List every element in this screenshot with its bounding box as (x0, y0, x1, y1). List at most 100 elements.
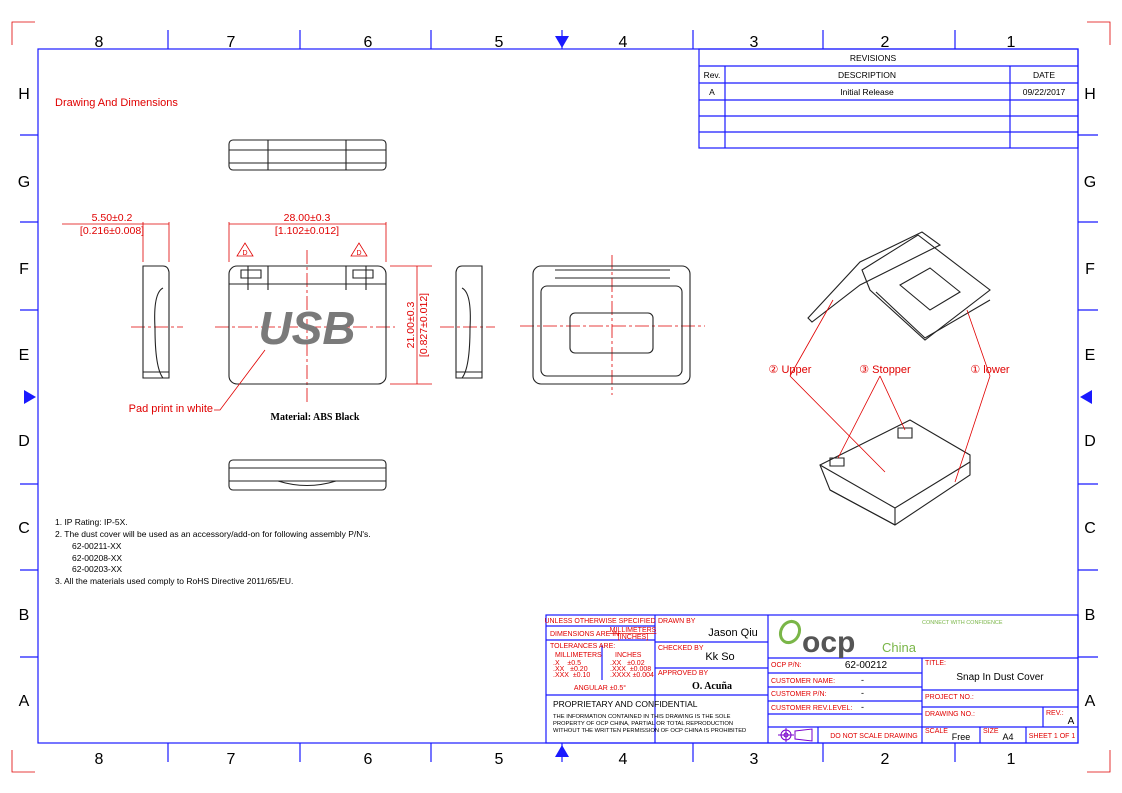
col-label: 2 (881, 751, 890, 768)
col-label: 4 (619, 751, 628, 768)
row-label: D (1084, 433, 1096, 450)
col-label: 8 (95, 751, 104, 768)
row-label: C (1084, 520, 1096, 537)
col-label: 6 (364, 751, 373, 768)
note: 62-00208-XX (72, 553, 122, 563)
row-label: F (1085, 261, 1095, 278)
ocp-pn: 62-00212 (845, 660, 888, 671)
date-cell: 09/22/2017 (1023, 87, 1066, 97)
proprietary-title: PROPRIETARY AND CONFIDENTIAL (553, 699, 698, 709)
center-arrows (24, 36, 1092, 757)
dimension-lines: 5.50±0.2 [0.216±0.008] 28.00±0.3 [1.102±… (62, 212, 432, 385)
title-block: UNLESS OTHERWISE SPECIFIED DIMENSIONS AR… (544, 614, 1079, 744)
note: 62-00203-XX (72, 564, 122, 574)
tol-row: .XXXX ±0.004 (610, 672, 654, 679)
col-label: 1 (1007, 751, 1016, 768)
logo-text: ocp (802, 626, 855, 659)
ocp-pn-label: OCP P/N: (771, 662, 802, 669)
corner-marks (11, 21, 1111, 773)
rev-header: Rev. (704, 70, 721, 80)
title-label: TITLE: (925, 660, 946, 667)
width-dim-inches: [1.102±0.012] (275, 225, 339, 237)
drawn-by: Jason Qiu (708, 627, 758, 639)
row-label: C (18, 520, 30, 537)
date-header: DATE (1033, 70, 1055, 80)
col-label: 7 (227, 751, 236, 768)
col-label: 8 (95, 34, 104, 51)
approved-by: O. Acuña (692, 681, 732, 692)
row-label: F (19, 261, 29, 278)
thickness-dim-inches: [0.216±0.008] (80, 225, 144, 237)
row-label: E (1085, 347, 1096, 364)
sheet-label: SHEET 1 OF 1 (1029, 733, 1076, 740)
revisions-title: REVISIONS (850, 53, 897, 63)
row-label: A (1085, 693, 1096, 710)
pad-print-leader (214, 349, 266, 411)
col-label: 5 (495, 34, 504, 51)
rev-value: A (1068, 716, 1075, 727)
angular-tol: ANGULAR ±0.5° (574, 684, 626, 692)
customer-name: - (861, 675, 864, 685)
checked-by: Kk So (705, 651, 734, 663)
customer-rev: - (861, 702, 864, 712)
row-label: H (18, 86, 30, 103)
dim-marker: D (242, 250, 247, 257)
tol-row: .XXX ±0.10 (553, 672, 590, 679)
row-label: B (19, 607, 30, 624)
usb-print: USB (258, 302, 355, 354)
upper-callout: ② Upper (769, 364, 812, 376)
drawn-by-label: DRAWN BY (658, 618, 696, 625)
col-label: 7 (227, 34, 236, 51)
customer-rev-label: CUSTOMER REV.LEVEL: (771, 705, 852, 712)
stopper-callout: ③ Stopper (859, 364, 911, 376)
tol-mm-label: MILLIMETERS (555, 652, 602, 659)
front-view: USB D D (215, 242, 395, 405)
project-label: PROJECT NO.: (925, 694, 974, 701)
logo-subtext: China (882, 640, 917, 655)
thickness-dim: 5.50±0.2 (92, 212, 133, 224)
col-label: 3 (750, 34, 759, 51)
row-label: G (18, 174, 30, 191)
row-label: E (19, 347, 30, 364)
row-label: H (1084, 86, 1096, 103)
approved-by-label: APPROVED BY (658, 670, 709, 677)
size-label: SIZE (983, 728, 999, 735)
col-label: 5 (495, 751, 504, 768)
row-label: A (19, 693, 30, 710)
col-label: 1 (1007, 34, 1016, 51)
proprietary-line: THE INFORMATION CONTAINED IN THIS DRAWIN… (553, 714, 731, 720)
drawing-frame (37, 48, 1079, 744)
customer-pn-label: CUSTOMER P/N: (771, 691, 827, 698)
tolerances-label: TOLERANCES ARE: (550, 643, 615, 650)
size-value: A4 (1002, 732, 1013, 742)
note: 2. The dust cover will be used as an acc… (55, 529, 371, 539)
inches-label: [INCHES] (618, 634, 648, 641)
row-labels: H G F E D C B A H G F E D C B A (18, 86, 1096, 710)
width-dim: 28.00±0.3 (284, 212, 331, 224)
customer-pn: - (861, 688, 864, 698)
tol-row: .X ±0.5 (553, 660, 581, 667)
tagline: CONNECT WITH CONFIDENCE (922, 620, 1003, 626)
rev-label: REV.: (1046, 710, 1064, 717)
customer-name-label: CUSTOMER NAME: (771, 678, 835, 685)
notes: 1. IP Rating: IP-5X. 2. The dust cover w… (55, 517, 371, 586)
column-labels: 8 7 6 5 4 3 2 1 8 7 6 5 4 3 2 1 (95, 34, 1016, 768)
height-dim: 21.00±0.3 (405, 302, 417, 349)
mm-label: MILLIMETERS (610, 627, 657, 634)
isometric-closed (819, 419, 971, 526)
drawing-no-label: DRAWING NO.: (925, 711, 975, 718)
ocp-logo: ocp China CONNECT WITH CONFIDENCE (778, 619, 1003, 659)
projection-symbol-icon (778, 728, 813, 742)
row-label: D (18, 433, 30, 450)
description-cell: Initial Release (840, 87, 894, 97)
top-view (228, 139, 387, 171)
unless-label: UNLESS OTHERWISE SPECIFIED (544, 618, 655, 625)
dim-marker: D (356, 250, 361, 257)
col-label: 2 (881, 34, 890, 51)
row-label: B (1085, 607, 1096, 624)
tol-row: .XX ±0.20 (553, 666, 588, 673)
note: 1. IP Rating: IP-5X. (55, 517, 128, 527)
drawing-heading: Drawing And Dimensions (55, 97, 178, 109)
tol-row: .XX ±0.02 (610, 660, 645, 667)
